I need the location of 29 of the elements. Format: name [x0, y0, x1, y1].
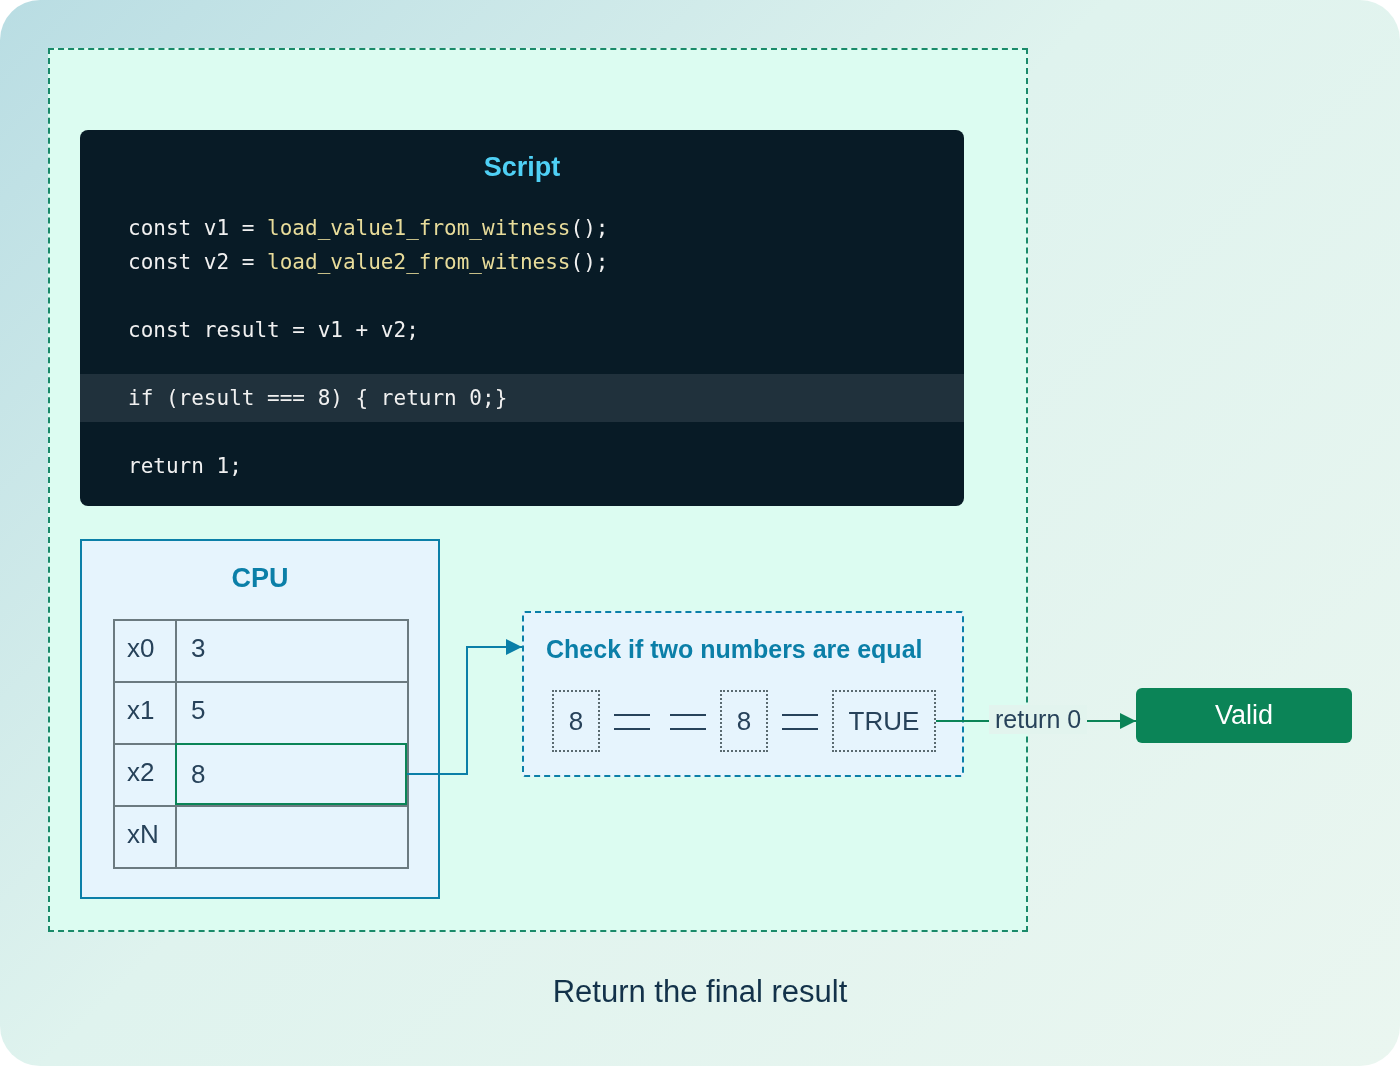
value-box	[720, 690, 768, 752]
panel-title: CPU	[230, 563, 290, 594]
register-name: x2	[127, 757, 155, 788]
code-line: const result = v1 + v2;	[128, 317, 419, 344]
panel-title: Script	[482, 152, 562, 183]
result-box	[832, 690, 936, 752]
register-name: x0	[127, 633, 155, 664]
edge-label: return 0	[989, 704, 1088, 734]
register-value: 3	[191, 633, 206, 664]
panel-title: Check if two numbers are equal	[546, 635, 923, 664]
value-text: 8	[735, 706, 753, 737]
register-name: xN	[127, 819, 159, 850]
code-panel	[80, 130, 964, 506]
caption: Return the final result	[551, 974, 849, 1010]
code-line: const v2 = load_value2_from_witness();	[128, 249, 609, 276]
code-line: return 1;	[128, 453, 242, 480]
code-line: const v1 = load_value1_from_witness();	[128, 215, 609, 242]
register-value: 8	[191, 759, 206, 790]
connector-arrow	[406, 639, 523, 775]
value-box	[552, 690, 600, 752]
result-badge	[1136, 688, 1352, 743]
code-line: if (result === 8) { return 0;}	[128, 385, 508, 412]
register-value: 5	[191, 695, 206, 726]
check-box	[522, 611, 964, 777]
cpu-panel	[80, 539, 440, 899]
value-text: TRUE	[847, 706, 921, 737]
register-name: x1	[127, 695, 155, 726]
value-text: 8	[567, 706, 585, 737]
status-text: Valid	[1213, 700, 1274, 731]
